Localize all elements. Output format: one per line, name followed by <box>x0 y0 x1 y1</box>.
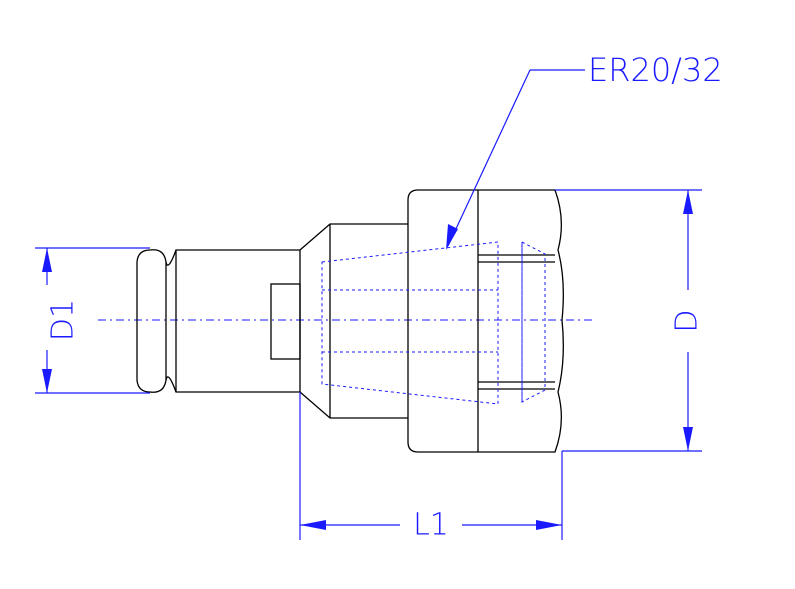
l1-label: L1 <box>413 508 449 543</box>
dimension-d1 <box>35 247 150 394</box>
collet-hidden-lines <box>321 241 546 405</box>
d1-arrow-bottom <box>42 369 52 393</box>
d-label: D <box>670 309 705 332</box>
d-arrow-bottom <box>683 427 693 451</box>
callout-arrow <box>446 224 458 250</box>
d-arrow-top <box>683 190 693 214</box>
taper-body-outline <box>299 223 408 419</box>
l1-arrow-right <box>536 520 562 530</box>
nut-outline <box>407 189 564 453</box>
d1-arrow-top <box>42 248 52 272</box>
d1-label: D1 <box>46 299 81 341</box>
callout-leader <box>446 69 585 250</box>
callout-label: ER20/32 <box>588 51 723 89</box>
dimension-d <box>555 189 702 452</box>
dimension-l1 <box>299 392 563 540</box>
l1-arrow-left <box>300 520 326 530</box>
shank-outline <box>136 249 301 393</box>
